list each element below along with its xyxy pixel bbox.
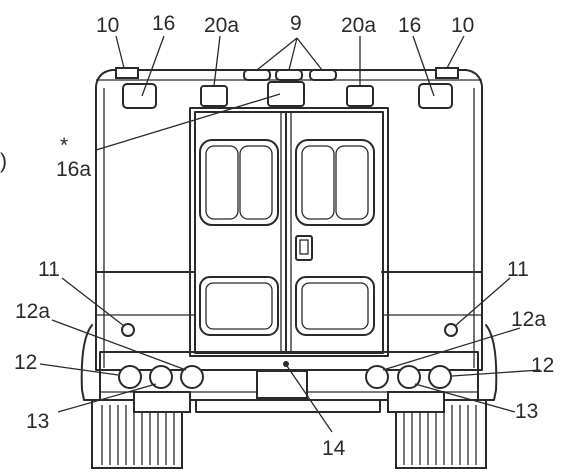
label-16-right: 16 xyxy=(398,14,421,37)
label-20a-left: 20a xyxy=(204,14,239,37)
license-plate xyxy=(256,361,308,399)
label-9: 9 xyxy=(290,12,302,35)
center-light-16a xyxy=(267,81,305,107)
label-13-left: 13 xyxy=(26,410,49,433)
right-door-upper-window xyxy=(295,139,375,226)
label-10-right: 10 xyxy=(451,14,474,37)
warning-light-20a-right xyxy=(346,85,374,107)
label-12-left: 12 xyxy=(14,351,37,374)
label-12a-right: 12a xyxy=(511,308,546,331)
label-11-right: 11 xyxy=(507,258,529,281)
side-marker-11-left xyxy=(121,323,135,337)
label-paren: ) xyxy=(0,150,7,173)
warning-light-20a-left xyxy=(200,85,228,107)
right-tire xyxy=(387,324,498,469)
tail-lights-left xyxy=(118,365,204,389)
right-door-lower-window xyxy=(295,276,375,336)
rear-doors xyxy=(189,107,389,357)
label-14: 14 xyxy=(322,437,346,460)
label-12a-left: 12a xyxy=(15,300,50,323)
side-marker-11-right xyxy=(444,323,458,337)
label-10-left: 10 xyxy=(96,14,119,37)
left-door-upper-window xyxy=(199,139,279,226)
door-handle xyxy=(295,235,313,261)
flood-light-16-right xyxy=(418,83,453,109)
label-16a-star: * xyxy=(60,134,68,157)
tail-lights-right xyxy=(365,365,452,389)
label-16-left: 16 xyxy=(152,12,175,35)
label-20a-right: 20a xyxy=(341,14,376,37)
label-12-right: 12 xyxy=(531,354,554,377)
flood-light-16-left xyxy=(122,83,157,109)
vehicle-body xyxy=(95,69,483,371)
left-door-lower-window xyxy=(199,276,279,336)
label-13-right: 13 xyxy=(515,400,538,423)
left-tire xyxy=(80,324,191,469)
label-11-left: 11 xyxy=(38,258,60,281)
label-16a: 16a xyxy=(56,158,91,181)
leader-lines xyxy=(39,35,541,433)
